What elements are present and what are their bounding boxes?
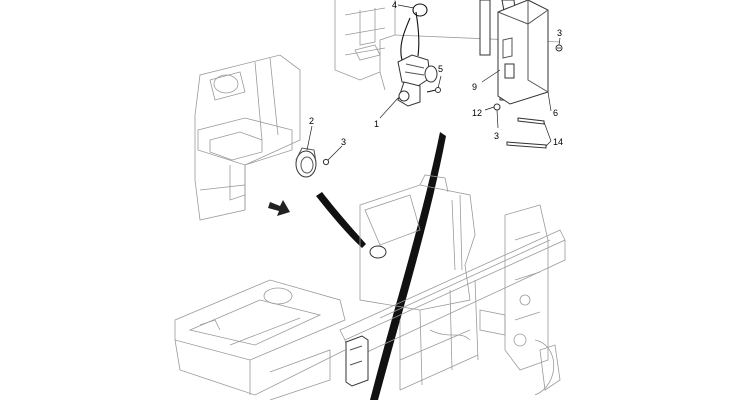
callout-labels: 4 5 1 2 3 3 9 12 6 3 14: [309, 0, 563, 147]
part-5-bolt: [426, 87, 441, 93]
machine-chassis: [174, 174, 566, 400]
callout-5: 5: [438, 64, 443, 74]
part-3-nut-lower: [493, 103, 501, 111]
callout-6: 6: [553, 108, 558, 118]
part-1-valve-assembly: [397, 11, 438, 107]
hand-pointer-arrow-icon: [268, 200, 290, 216]
callout-12: 12: [472, 108, 482, 118]
part-14-rails: [506, 117, 547, 149]
part-4-clip: [412, 3, 428, 17]
callout-2: 2: [309, 116, 314, 126]
callout-1: 1: [374, 119, 379, 129]
part-3-screw-left: [322, 158, 330, 166]
callout-4: 4: [392, 0, 397, 10]
background-frame-upper-left: [194, 54, 301, 221]
part-3-nut-upper: [555, 44, 563, 52]
callout-3: 3: [557, 28, 562, 38]
callout-14: 14: [553, 137, 563, 147]
part-2-lamp: [295, 147, 317, 178]
callout-3: 3: [341, 137, 346, 147]
heavy-leader-lines: [316, 132, 446, 400]
part-6-cover-box: [497, 0, 549, 105]
leader-lines: [306, 4, 561, 161]
callout-9: 9: [472, 82, 477, 92]
callout-3: 3: [494, 131, 499, 141]
